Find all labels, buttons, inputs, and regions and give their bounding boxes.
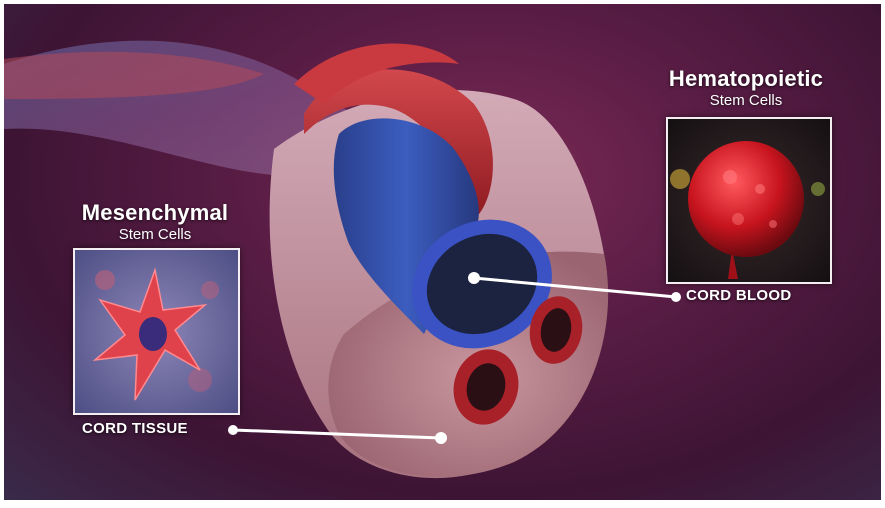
- hsc-image-panel: [666, 117, 832, 284]
- msc-image-panel: [73, 248, 240, 415]
- cord-blood-point: [468, 272, 480, 284]
- hematopoietic-cell: [688, 141, 804, 257]
- msc-label: Mesenchymal Stem Cells: [70, 200, 240, 243]
- msc-title: Mesenchymal: [70, 200, 240, 226]
- hsc-subtitle: Stem Cells: [656, 92, 836, 109]
- cell-nucleus: [139, 317, 167, 351]
- hsc-title: Hematopoietic: [656, 66, 836, 92]
- hematopoietic-stem-cell-image: [668, 119, 830, 282]
- diagram-stage: Mesenchymal Stem Cells Hematopoietic Ste…: [4, 4, 881, 500]
- hsc-label: Hematopoietic Stem Cells: [656, 66, 836, 109]
- cord-tissue-point: [435, 432, 447, 444]
- cord-blood-label: CORD BLOOD: [686, 287, 792, 304]
- mesenchymal-stem-cell-image: [75, 250, 238, 413]
- cord-blood-dot: [671, 292, 681, 302]
- cord-tissue-dot: [228, 425, 238, 435]
- msc-subtitle: Stem Cells: [70, 226, 240, 243]
- cord-tissue-label: CORD TISSUE: [82, 420, 188, 437]
